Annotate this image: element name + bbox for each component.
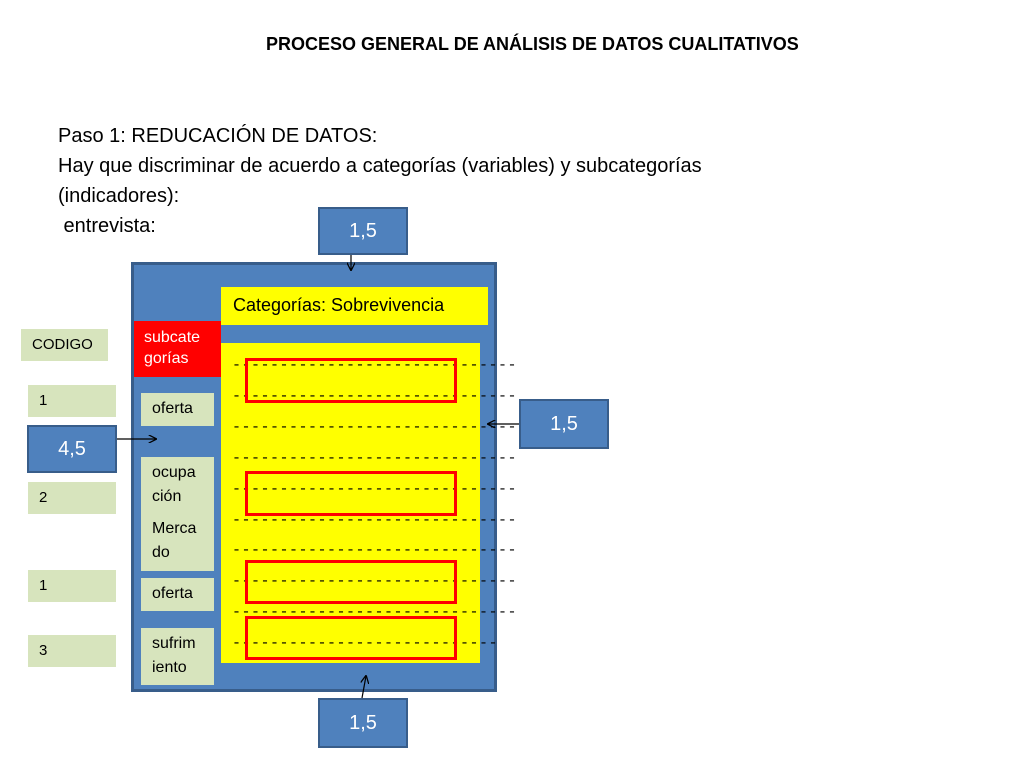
text-line: ------------------------------	[232, 357, 518, 374]
intro-indicators: (indicadores):	[58, 185, 180, 207]
margin-bottom-box: 1,5	[318, 698, 408, 748]
text-line: ------------------------------	[232, 573, 518, 590]
subcategory-text: oferta	[152, 400, 193, 417]
subcategory-text: sufrim	[152, 635, 196, 652]
subcategory-text: ción	[152, 488, 182, 505]
page-title: PROCESO GENERAL DE ANÁLISIS DE DATOS CUA…	[266, 34, 799, 54]
text-line: ------------------------------	[232, 450, 518, 467]
margin-left-box: 4,5	[27, 425, 117, 473]
subcategory-text: do	[152, 544, 170, 561]
subcategory-item: sufrim iento	[141, 628, 214, 685]
text-line: ------------------------------	[232, 542, 518, 559]
margin-top-box: 1,5	[318, 207, 408, 255]
highlight-rect	[245, 358, 457, 403]
margin-right-box: 1,5	[519, 399, 609, 449]
text-panel	[221, 343, 480, 663]
category-header: Categorías: Sobrevivencia	[221, 287, 488, 325]
code-value: 1	[28, 570, 116, 602]
text-line: ----------------------------	[232, 635, 499, 652]
subcategory-text: ocupa	[152, 464, 196, 481]
code-value: 3	[28, 635, 116, 667]
subcategory-header: subcate gorías	[134, 321, 221, 377]
subcategory-text: iento	[152, 659, 187, 676]
text-line: ------------------------------	[232, 481, 518, 498]
intro-description: Hay que discriminar de acuerdo a categor…	[58, 155, 702, 177]
code-value: 1	[28, 385, 116, 417]
highlight-rect	[245, 471, 457, 516]
code-header: CODIGO	[21, 329, 108, 361]
intro-text: Paso 1: REDUCACIÓN DE DATOS: Hay que dis…	[58, 121, 858, 241]
code-value: 2	[28, 482, 116, 514]
highlight-rect	[245, 560, 457, 604]
arrow-bottom	[362, 676, 366, 699]
subcategory-item: oferta	[141, 393, 214, 426]
subcategory-item: oferta	[141, 578, 214, 611]
intro-step: Paso 1: REDUCACIÓN DE DATOS:	[58, 125, 378, 147]
subcategory-text: oferta	[152, 585, 193, 602]
subcategory-item: ocupa ción Merca do	[141, 457, 214, 571]
highlight-rect	[245, 616, 457, 660]
subcategory-header-line: gorías	[144, 350, 189, 367]
subcategory-header-line: subcate	[144, 329, 201, 346]
subcategory-text: Merca	[152, 520, 197, 537]
intro-interview: entrevista:	[58, 215, 156, 237]
text-line: ------------------------------	[232, 512, 518, 529]
text-line: ------------------------------	[232, 419, 518, 436]
